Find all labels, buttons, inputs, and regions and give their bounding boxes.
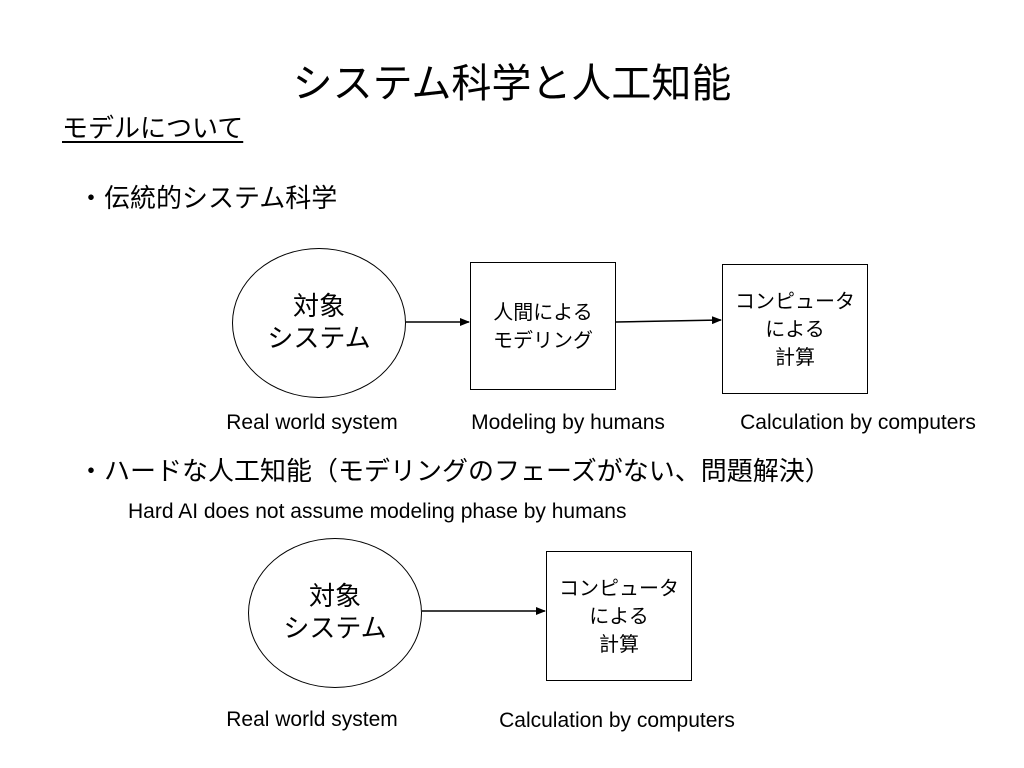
computer-calculation-line1: コンピュータ (735, 289, 855, 313)
arrow-modeling-to-computer (615, 316, 722, 325)
human-modeling-node: 人間による モデリング (470, 262, 616, 390)
human-modeling-line2: モデリング (493, 328, 593, 352)
computer-calculation-line2: による (765, 317, 825, 341)
caption-calculation-2: Calculation by computers (499, 709, 735, 732)
caption-calculation-1: Calculation by computers (740, 411, 976, 434)
computer-calculation-2-line3: 計算 (599, 632, 639, 656)
computer-calculation-2-line2: による (589, 604, 649, 628)
human-modeling-line1: 人間による (493, 300, 593, 324)
computer-calculation-line3: 計算 (775, 345, 815, 369)
computer-calculation-2-line1: コンピュータ (559, 576, 679, 600)
slide-title: システム科学と人工知能 (292, 61, 732, 107)
computer-calculation-node-2: コンピュータ による 計算 (546, 551, 692, 681)
section1-heading: ・伝統的システム科学 (78, 184, 338, 214)
target-system-node: 対象 システム (232, 248, 406, 398)
section2-note: Hard AI does not assume modeling phase b… (128, 500, 627, 523)
target-system-node-2: 対象 システム (248, 538, 422, 688)
target-system-line2: システム (267, 324, 371, 354)
target-system-line1: 対象 (292, 292, 345, 322)
caption-modeling: Modeling by humans (471, 411, 665, 434)
target-system-2-line2: システム (283, 614, 387, 644)
section2-heading: ・ハードな人工知能（モデリングのフェーズがない、問題解決） (78, 457, 831, 487)
computer-calculation-node: コンピュータ による 計算 (722, 264, 868, 394)
caption-real-world-2: Real world system (226, 708, 398, 731)
target-system-2-line1: 対象 (308, 582, 361, 612)
slide-subtitle: モデルについて (62, 114, 244, 144)
caption-real-world-1: Real world system (226, 411, 398, 434)
